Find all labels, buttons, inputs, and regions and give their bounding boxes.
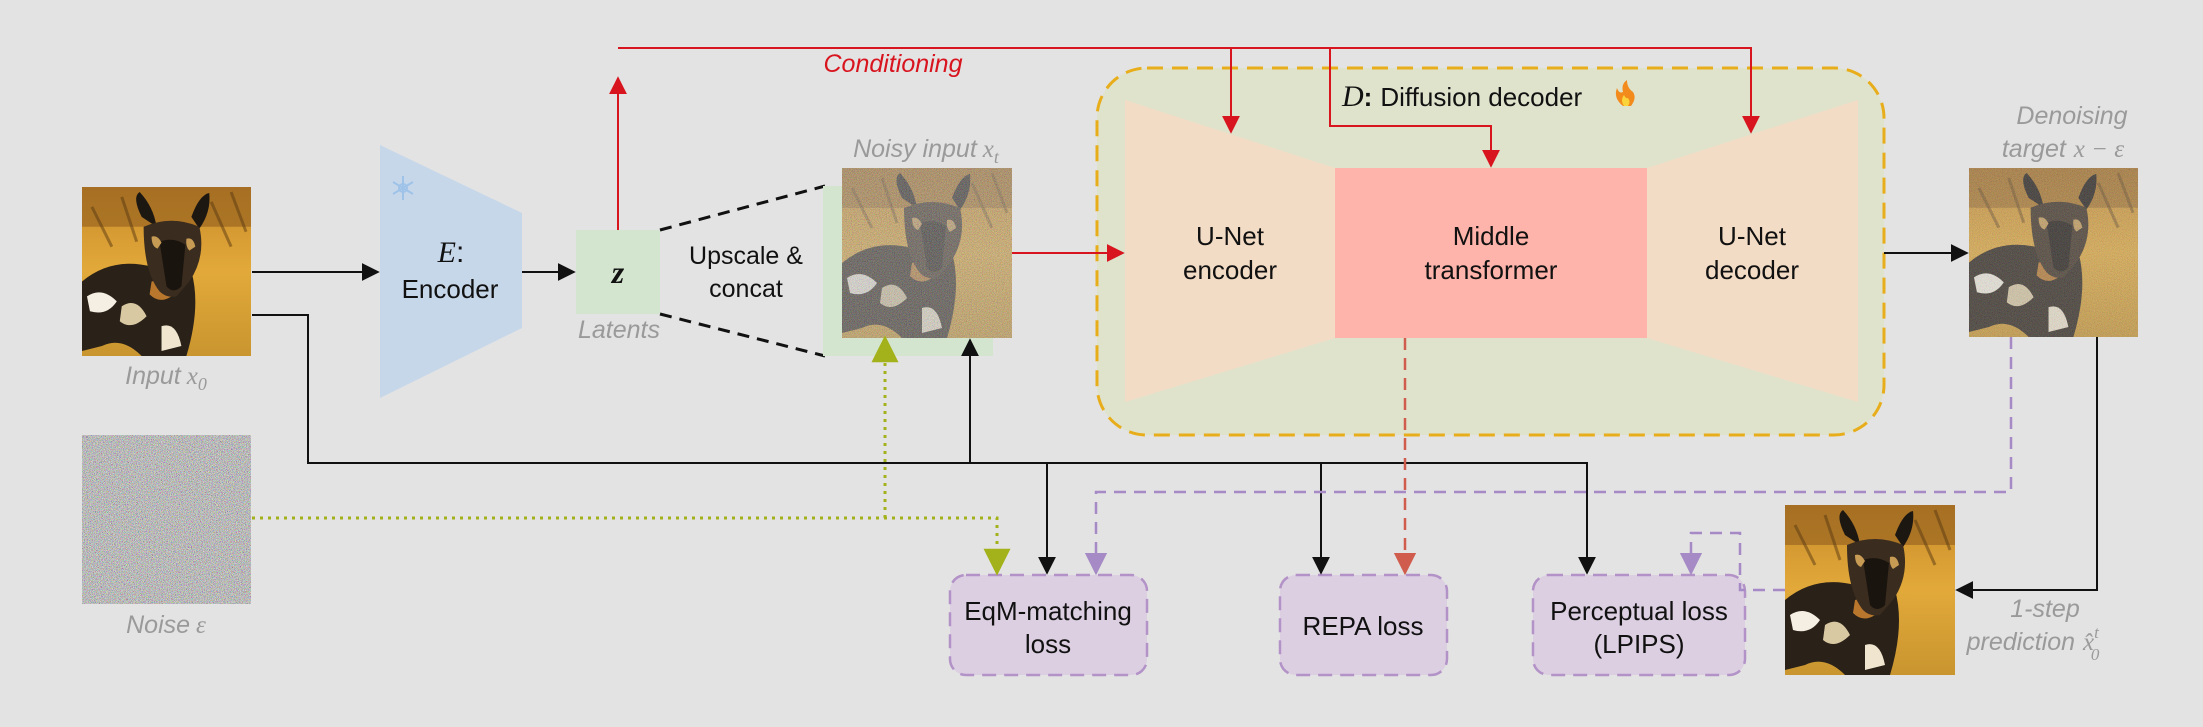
latents-caption: Latents — [578, 316, 660, 344]
denoising-target-line1: Denoising — [2016, 102, 2127, 130]
arrow-prediction-to-perceptual — [1679, 531, 1785, 592]
arrow-target-to-eqm — [1084, 337, 2013, 576]
noise-image — [82, 435, 251, 604]
one-step-prediction-image — [1785, 505, 1955, 675]
fire-icon — [1615, 80, 1635, 106]
denoising-target-image — [1969, 168, 2138, 337]
arrow-noise-to-eqm — [252, 516, 1011, 576]
snowflake-icon — [392, 176, 414, 200]
conditioning-line — [618, 47, 1760, 134]
perceptual-loss-line1: Perceptual loss — [1550, 596, 1728, 626]
middle-transformer-line1: Middle — [1453, 221, 1530, 251]
eqm-loss-line2: loss — [1025, 629, 1071, 659]
encoder-symbol: E: — [437, 236, 465, 269]
repa-loss-label: REPA loss — [1303, 611, 1424, 641]
eqm-loss-line1: EqM-matching — [964, 596, 1132, 626]
arrow-input-to-losses — [252, 314, 1596, 575]
perceptual-loss-box — [1531, 573, 1747, 677]
repa-loss-box — [1278, 573, 1449, 677]
conditioning-label: Conditioning — [824, 50, 963, 78]
arrow-cond-to-transformer — [1329, 48, 1500, 168]
encoder-block — [380, 145, 522, 398]
perceptual-loss-line2: (LPIPS) — [1593, 629, 1684, 659]
unet-encoder-block — [1125, 100, 1335, 402]
unet-encoder-line1: U-Net — [1196, 221, 1265, 251]
arrow-target-to-prediction — [1955, 337, 2098, 599]
latent-symbol: z — [611, 254, 625, 290]
noisy-input-image — [842, 168, 1012, 338]
middle-transformer-line2: transformer — [1425, 255, 1558, 285]
upscale-line1: Upscale & — [689, 242, 803, 270]
diffusion-decoder-title: D:Diffusion decoder — [1341, 80, 1583, 113]
upscale-line2: concat — [709, 275, 783, 303]
latent-block — [576, 230, 660, 314]
upscale-dashed-bottom — [659, 312, 826, 358]
unet-decoder-line1: U-Net — [1718, 221, 1787, 251]
one-step-line1: 1-step — [2010, 595, 2080, 623]
unet-decoder-line2: decoder — [1705, 255, 1799, 285]
upscale-dashed-top — [659, 184, 826, 232]
middle-transformer-block — [1335, 168, 1647, 338]
unet-decoder-block — [1647, 100, 1858, 402]
unet-encoder-line2: encoder — [1183, 255, 1277, 285]
eqm-loss-box — [948, 573, 1149, 677]
encoder-name: Encoder — [402, 274, 499, 304]
input-image — [82, 187, 251, 356]
